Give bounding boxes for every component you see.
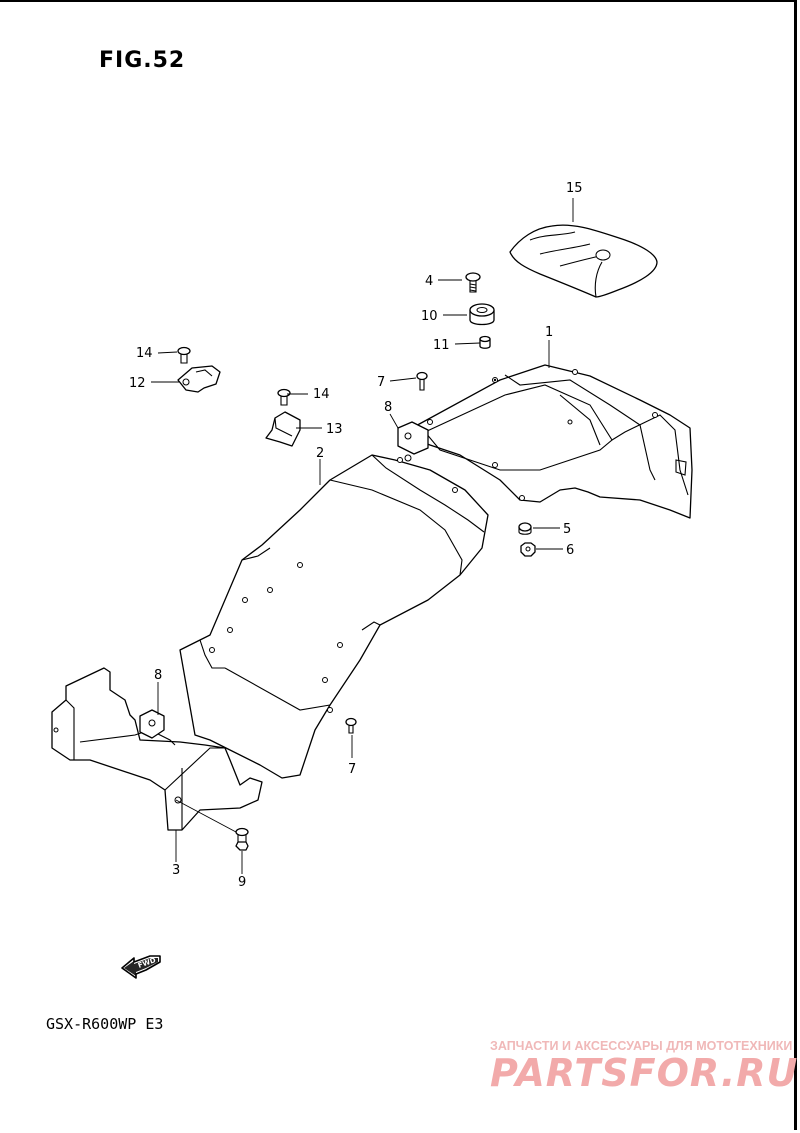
part-3-bracket bbox=[51, 667, 263, 831]
callout-15: 15 bbox=[566, 181, 583, 196]
callout-5: 5 bbox=[563, 522, 571, 537]
watermark-subtitle: ЗАПЧАСТИ И АКСЕССУАРЫ ДЛЯ МОТОТЕХНИКИ bbox=[490, 1039, 793, 1053]
part-7-screw-upper bbox=[416, 371, 428, 391]
part-10-cushion bbox=[469, 303, 495, 326]
part-12-clamp bbox=[177, 365, 221, 393]
callout-2: 2 bbox=[316, 446, 324, 461]
part-9-bolt bbox=[235, 827, 249, 851]
part-8-clip-lower bbox=[139, 709, 165, 739]
part-8-clip-upper bbox=[397, 421, 429, 462]
callout-7-lower: 7 bbox=[348, 762, 356, 777]
part-2-rear-fender-lower bbox=[179, 454, 489, 779]
callout-10: 10 bbox=[421, 309, 438, 324]
callout-14-right: 14 bbox=[313, 387, 330, 402]
part-6-nut bbox=[520, 542, 536, 557]
part-14-screw-left bbox=[177, 346, 191, 364]
callout-4: 4 bbox=[425, 274, 433, 289]
part-7-screw-lower bbox=[345, 717, 357, 734]
callout-11: 11 bbox=[433, 338, 450, 353]
part-4-screw bbox=[465, 272, 481, 293]
callout-12: 12 bbox=[129, 376, 146, 391]
callout-13: 13 bbox=[326, 422, 343, 437]
callout-3: 3 bbox=[172, 863, 180, 878]
part-13-bracket bbox=[265, 411, 301, 447]
model-label: GSX-R600WP E3 bbox=[46, 1015, 164, 1033]
watermark-logo: PARTSFOR.RU bbox=[490, 1051, 799, 1095]
part-5-washer bbox=[518, 522, 532, 535]
part-14-screw-right bbox=[277, 388, 291, 406]
callout-7-upper: 7 bbox=[377, 375, 385, 390]
part-11-collar bbox=[479, 335, 491, 349]
part-1-rear-fender-upper bbox=[411, 364, 693, 519]
figure-title: FIG.52 bbox=[99, 48, 186, 73]
fwd-arrow-icon: FWD bbox=[121, 955, 161, 979]
callout-14-left: 14 bbox=[136, 346, 153, 361]
callout-9: 9 bbox=[238, 875, 246, 890]
callout-8-upper: 8 bbox=[384, 400, 392, 415]
callout-numbers: 15 4 10 11 1 7 8 14 12 14 13 2 5 6 8 7 3… bbox=[129, 181, 583, 890]
callout-6: 6 bbox=[566, 543, 574, 558]
callout-8-lower: 8 bbox=[154, 668, 162, 683]
leader-lines bbox=[151, 198, 574, 874]
callout-1: 1 bbox=[545, 325, 553, 340]
part-15-cover bbox=[509, 224, 658, 298]
